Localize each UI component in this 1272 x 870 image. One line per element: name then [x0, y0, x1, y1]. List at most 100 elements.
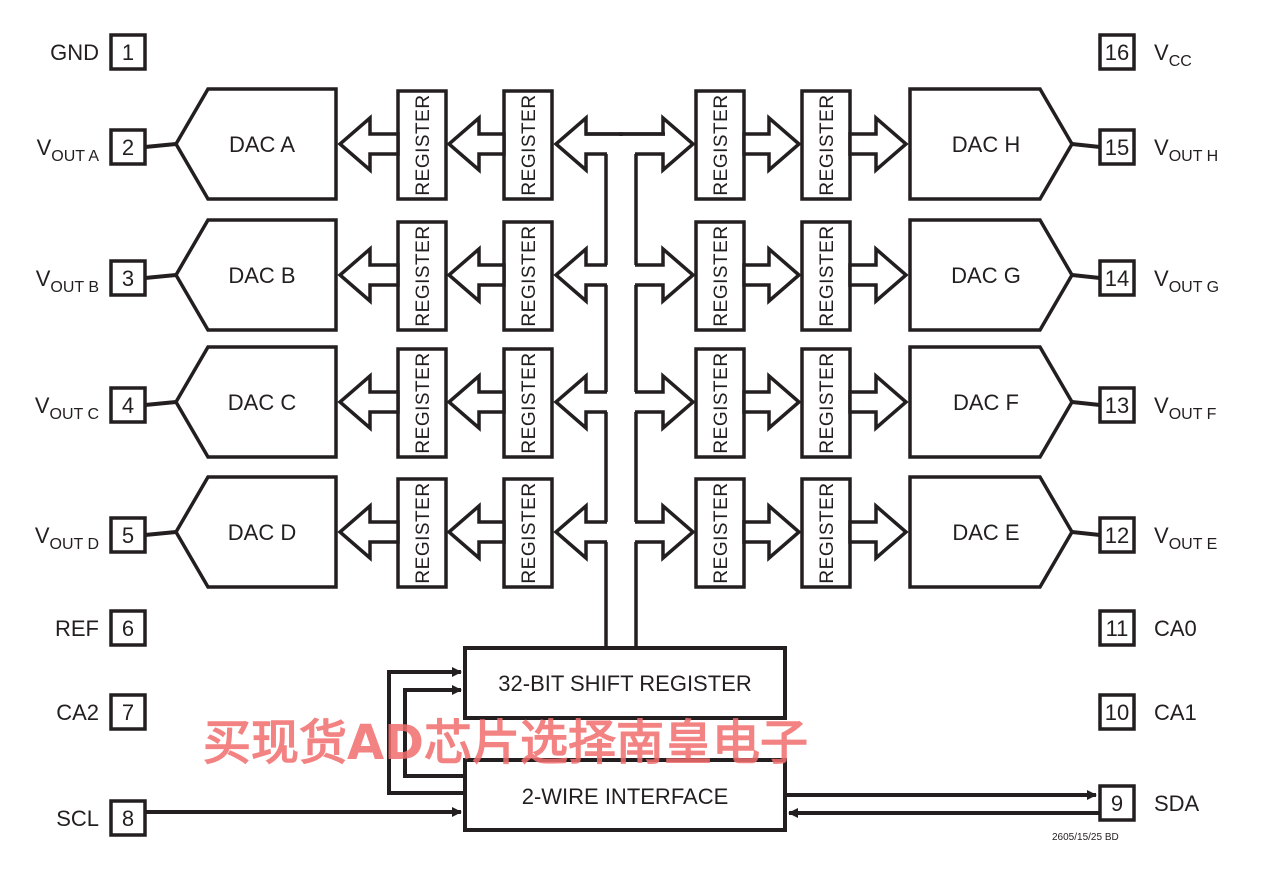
- pin-3: 3 VOUT B: [36, 259, 147, 297]
- pin-1: 1 GND: [50, 33, 147, 71]
- pin-wire: [1071, 273, 1101, 280]
- pin-name-subscript: CC: [1169, 53, 1192, 70]
- dac-label: DAC B: [228, 263, 295, 288]
- dac-label: DAC D: [228, 520, 296, 545]
- pin-number: 15: [1105, 135, 1129, 160]
- pin-name: CA2: [56, 700, 99, 725]
- data-arrow-left: [337, 114, 400, 174]
- pin-name: VOUT G: [1154, 266, 1219, 296]
- dac-block-right: [908, 475, 1075, 589]
- pin-name-main: CA0: [1154, 616, 1197, 641]
- register-label: REGISTER: [711, 352, 732, 453]
- register-label: REGISTER: [519, 225, 540, 326]
- data-bus: [585, 132, 665, 648]
- watermark: 买现货AD芯片选择南皇电子: [203, 715, 808, 771]
- pin-box: [1098, 259, 1136, 297]
- pin-name: VOUT C: [35, 393, 99, 423]
- dac-label: DAC F: [953, 390, 1019, 415]
- pin-name-main: V: [1154, 393, 1169, 418]
- pin-name-main: V: [1154, 40, 1169, 65]
- dac-block-right: [908, 218, 1075, 332]
- pin-number: 3: [122, 266, 134, 291]
- pin-name-subscript: OUT D: [50, 536, 99, 553]
- data-arrow-right: [848, 114, 909, 174]
- data-arrow-left: [446, 372, 506, 432]
- pin-box: [109, 799, 147, 837]
- pin-9: 9 SDA: [1098, 784, 1200, 822]
- data-arrow-left: [446, 114, 506, 174]
- pin-number: 5: [122, 523, 134, 548]
- two-wire-interface-label: 2-WIRE INTERFACE: [522, 784, 729, 809]
- register-label: REGISTER: [413, 482, 434, 583]
- bus-fill: [607, 136, 635, 646]
- dac-block-right: [908, 87, 1075, 201]
- data-arrow-left: [337, 502, 400, 562]
- pin-name: VCC: [1154, 40, 1192, 70]
- pin-name-subscript: OUT A: [51, 148, 99, 165]
- pin-name: SDA: [1154, 791, 1200, 816]
- register-block: [502, 477, 554, 589]
- pin-number: 9: [1111, 791, 1123, 816]
- pin-name-main: GND: [50, 40, 99, 65]
- pin-box: [109, 128, 147, 166]
- pin-number: 11: [1106, 616, 1129, 641]
- pin-wire: [144, 530, 177, 537]
- pin-number: 4: [122, 393, 134, 418]
- pin-name: VOUT H: [1154, 135, 1218, 165]
- pin-name: CA0: [1154, 616, 1197, 641]
- pin-name-main: V: [36, 266, 51, 291]
- register-label: REGISTER: [711, 225, 732, 326]
- pin-16: 16 VCC: [1098, 33, 1192, 71]
- pin-box: [1098, 386, 1136, 424]
- pin-wire: [1071, 142, 1101, 149]
- pin-name-subscript: OUT B: [50, 279, 99, 296]
- pin-name-subscript: OUT F: [1169, 406, 1217, 423]
- pin-name: VOUT B: [36, 266, 99, 296]
- data-arrow-right: [848, 245, 909, 305]
- data-arrow-right: [742, 502, 802, 562]
- pin-name: VOUT D: [35, 523, 99, 553]
- data-arrow-right: [742, 245, 802, 305]
- register-block: [502, 347, 554, 459]
- pin-number: 1: [122, 40, 134, 65]
- register-block: [800, 477, 852, 589]
- data-arrow-left: [446, 245, 506, 305]
- pin-wire: [144, 400, 177, 407]
- pin-number: 16: [1105, 40, 1129, 65]
- pin-number: 8: [122, 806, 134, 831]
- data-arrow-right: [848, 502, 909, 562]
- pin-name: GND: [50, 40, 99, 65]
- pin-name-main: V: [35, 393, 50, 418]
- register-label: REGISTER: [817, 482, 838, 583]
- pin-name-subscript: OUT E: [1169, 536, 1218, 553]
- pin-box: [1098, 516, 1136, 554]
- data-arrow-left: [337, 372, 400, 432]
- pin-7: 7 CA2: [56, 693, 147, 731]
- pin-name-main: V: [1154, 266, 1169, 291]
- register-label: REGISTER: [711, 482, 732, 583]
- pin-number: 7: [122, 700, 134, 725]
- register-label: REGISTER: [413, 352, 434, 453]
- dac-label: DAC E: [952, 520, 1019, 545]
- pin-name-main: CA1: [1154, 700, 1197, 725]
- pin-box: [109, 33, 147, 71]
- dac-label: DAC A: [229, 132, 295, 157]
- pin-box: [1098, 693, 1136, 731]
- wires: [144, 142, 1101, 818]
- pin-box: [109, 693, 147, 731]
- pin-number: 13: [1105, 393, 1129, 418]
- pin-number: 2: [122, 135, 134, 160]
- pin-wire: [144, 142, 177, 149]
- data-arrow-right: [742, 114, 802, 174]
- register-label: REGISTER: [817, 225, 838, 326]
- register-block: [800, 347, 852, 459]
- register-block: [396, 347, 448, 459]
- pin-name-main: V: [1154, 135, 1169, 160]
- register-label: REGISTER: [413, 225, 434, 326]
